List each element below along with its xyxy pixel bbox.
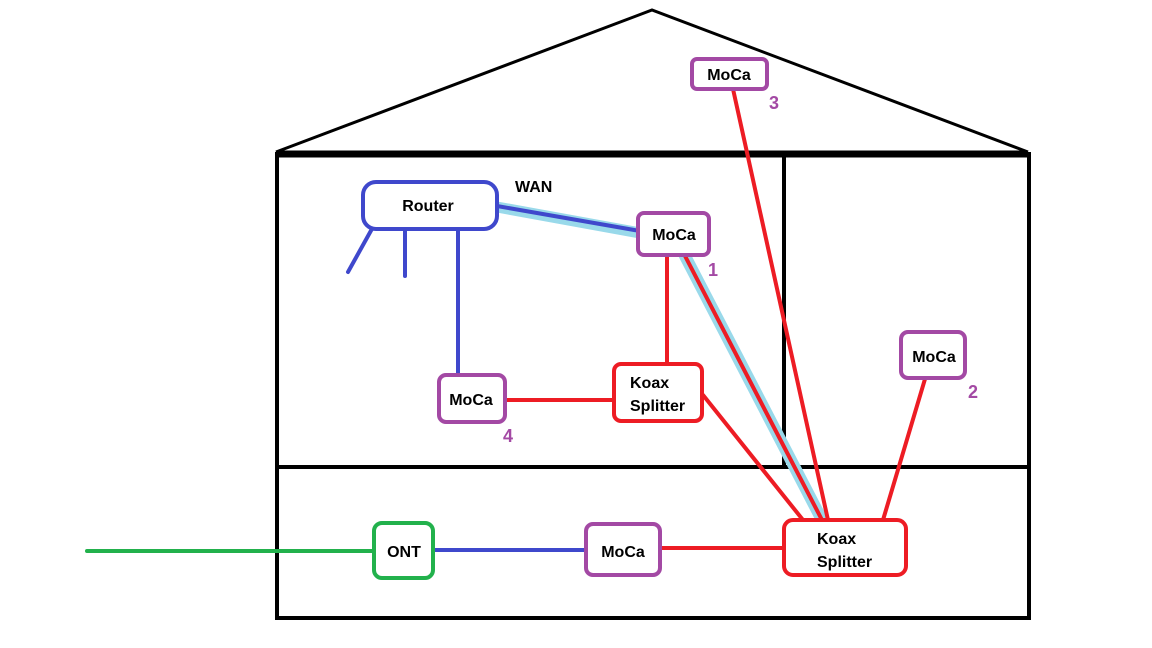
- router-node: Router: [361, 180, 499, 231]
- moca-node-2: MoCa: [899, 330, 967, 380]
- moca-2-label: MoCa: [912, 349, 956, 366]
- coax-moca3-basement: [731, 87, 830, 522]
- cables: [85, 87, 927, 553]
- wan-ethernet: [495, 204, 642, 233]
- roof: [275, 8, 1029, 154]
- splitter-upper-line2: Splitter: [630, 398, 685, 415]
- moca-node-4: MoCa: [437, 373, 507, 424]
- ont-node: ONT: [372, 521, 435, 580]
- splitter-basement-node: Koax Splitter: [782, 518, 908, 577]
- moca-node-3: MoCa: [690, 57, 769, 91]
- moca-node-1: MoCa: [636, 211, 711, 257]
- moca-basement-label: MoCa: [601, 544, 645, 561]
- coax-moca2-basement: [881, 377, 927, 522]
- splitter-basement-line2: Splitter: [817, 554, 872, 571]
- number-4: 4: [503, 426, 513, 446]
- router-cable-a: [346, 225, 375, 274]
- coax-moca1-basement: [682, 252, 824, 522]
- moca-1-label: MoCa: [652, 227, 696, 244]
- splitter-upper-node: Koax Splitter: [612, 362, 704, 423]
- moca-node-basement: MoCa: [584, 522, 662, 577]
- moca-4-label: MoCa: [449, 392, 493, 409]
- number-2: 2: [968, 382, 978, 402]
- house-outline: [275, 8, 1031, 620]
- number-3: 3: [769, 93, 779, 113]
- splitter-upper-line1: Koax: [630, 375, 669, 392]
- number-1: 1: [708, 260, 718, 280]
- coax-splitter-splitter: [701, 393, 805, 522]
- moca-3-label: MoCa: [707, 67, 751, 84]
- router-label: Router: [402, 198, 454, 215]
- wan-label: WAN: [515, 179, 552, 196]
- ont-label: ONT: [387, 544, 421, 561]
- splitter-basement-line1: Koax: [817, 531, 856, 548]
